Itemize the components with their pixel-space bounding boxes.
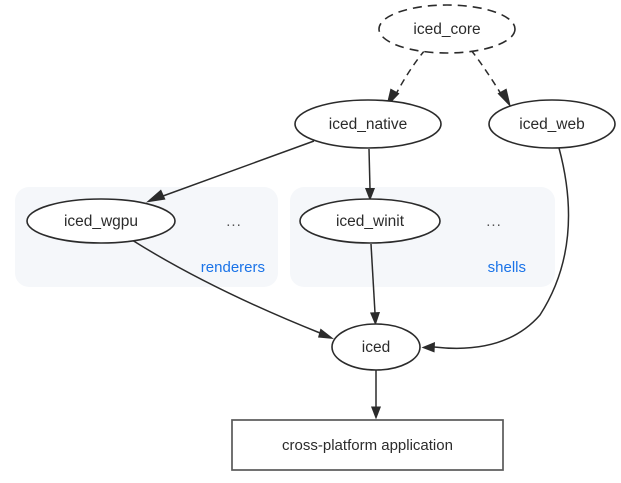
node-cross-platform-application[interactable]: cross-platform application [231, 419, 504, 471]
edge-core-to-web [470, 49, 511, 108]
edge-native-to-winit [365, 148, 375, 201]
iced-label: iced [362, 339, 390, 356]
edge-iced-to-application [371, 370, 381, 420]
iced-winit-ellipse[interactable] [299, 198, 441, 244]
edge-winit-to-iced [370, 243, 380, 326]
node-iced-wgpu[interactable]: iced_wgpu [26, 198, 176, 244]
iced-ellipse[interactable] [331, 323, 421, 371]
edge-wgpu-to-iced [131, 239, 334, 339]
iced-native-ellipse[interactable] [294, 99, 442, 149]
node-iced-native[interactable]: iced_native [294, 99, 442, 149]
shells-more-ellipsis: ... [486, 213, 502, 230]
renderers-more-ellipsis: ... [226, 213, 242, 230]
iced-web-ellipse[interactable] [488, 99, 616, 149]
edge-web-to-iced [421, 147, 570, 353]
iced-wgpu-label: iced_wgpu [64, 213, 138, 230]
edge-core-to-native [386, 49, 426, 108]
iced-core-label: iced_core [413, 21, 480, 38]
iced-wgpu-ellipse[interactable] [26, 198, 176, 244]
iced-core-ellipse[interactable] [378, 4, 516, 54]
iced-native-label: iced_native [329, 116, 407, 133]
node-iced-core[interactable]: iced_core [378, 4, 516, 54]
node-iced[interactable]: iced [331, 323, 421, 371]
iced-winit-label: iced_winit [336, 213, 405, 230]
iced-web-label: iced_web [519, 116, 585, 133]
cluster-renderers-label: renderers [201, 259, 265, 276]
cluster-shells-label: shells [488, 259, 526, 276]
application-rectangle[interactable] [231, 419, 504, 471]
edge-native-to-wgpu [146, 140, 315, 203]
node-iced-winit[interactable]: iced_winit [299, 198, 441, 244]
node-iced-web[interactable]: iced_web [488, 99, 616, 149]
application-label: cross-platform application [282, 437, 453, 454]
